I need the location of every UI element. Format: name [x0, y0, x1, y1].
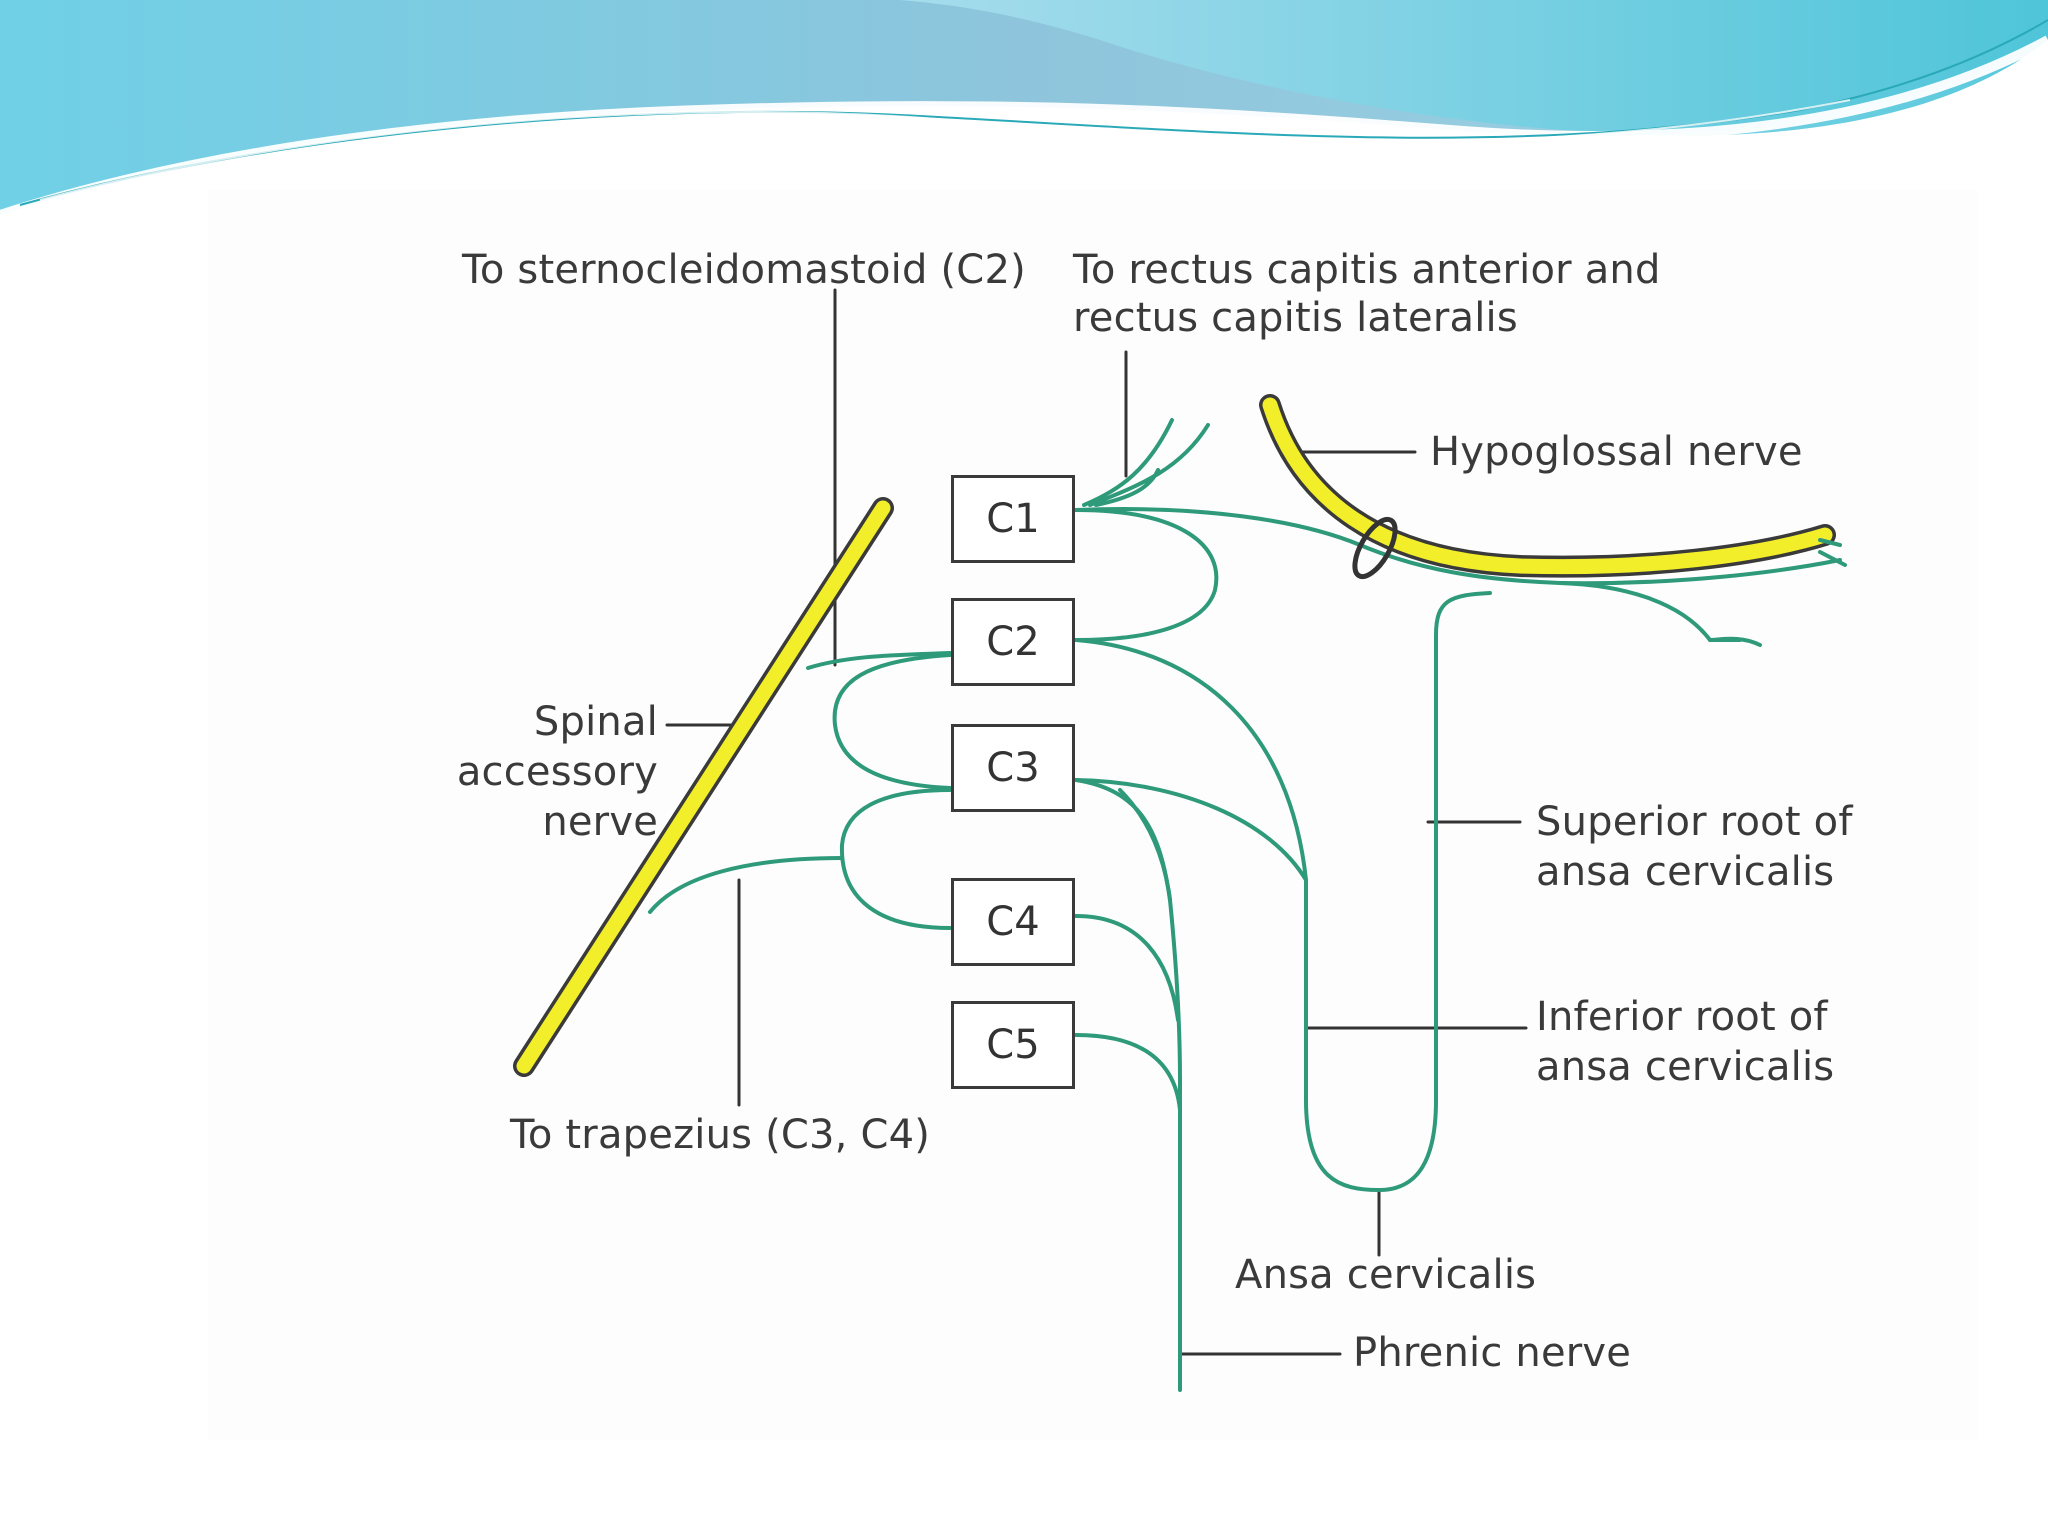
- label-sternocleidomastoid: To sternocleidomastoid (C2): [462, 247, 1026, 293]
- leader-lines: [665, 288, 1528, 1356]
- wave-banner: [0, 0, 2048, 220]
- label-spinal-line3: nerve: [542, 799, 658, 845]
- root-label-c2: C2: [986, 619, 1040, 665]
- label-inferior-root-line2: ansa cervicalis: [1536, 1044, 1835, 1090]
- label-superior-root-line2: ansa cervicalis: [1536, 849, 1835, 895]
- root-box-c1: C1: [951, 475, 1075, 563]
- root-label-c4: C4: [986, 899, 1040, 945]
- root-box-c2: C2: [951, 598, 1075, 686]
- label-rectus-line2: rectus capitis lateralis: [1073, 295, 1518, 341]
- root-label-c5: C5: [986, 1022, 1040, 1068]
- label-ansa-cervicalis: Ansa cervicalis: [1235, 1252, 1537, 1298]
- root-label-c3: C3: [986, 745, 1040, 791]
- nerve-loop-icon: [1352, 516, 1398, 580]
- label-spinal-line1: Spinal: [533, 699, 658, 745]
- label-phrenic-nerve: Phrenic nerve: [1353, 1330, 1632, 1376]
- root-box-c5: C5: [951, 1001, 1075, 1089]
- spinal-accessory-nerve: [513, 497, 894, 1077]
- label-spinal-line2: accessory: [456, 749, 658, 795]
- label-trapezius: To trapezius (C3, C4): [510, 1112, 931, 1158]
- root-box-c3: C3: [951, 724, 1075, 812]
- label-superior-root-line1: Superior root of: [1536, 799, 1853, 845]
- root-box-c4: C4: [951, 878, 1075, 966]
- diagram-panel: [208, 190, 1978, 1440]
- nerve-branches: [648, 418, 1847, 1392]
- root-label-c1: C1: [986, 496, 1040, 542]
- label-rectus-line1: To rectus capitis anterior and: [1073, 247, 1661, 293]
- label-hypoglossal: Hypoglossal nerve: [1430, 429, 1803, 475]
- hypoglossal-nerve: [1259, 394, 1836, 578]
- label-inferior-root-line1: Inferior root of: [1536, 994, 1828, 1040]
